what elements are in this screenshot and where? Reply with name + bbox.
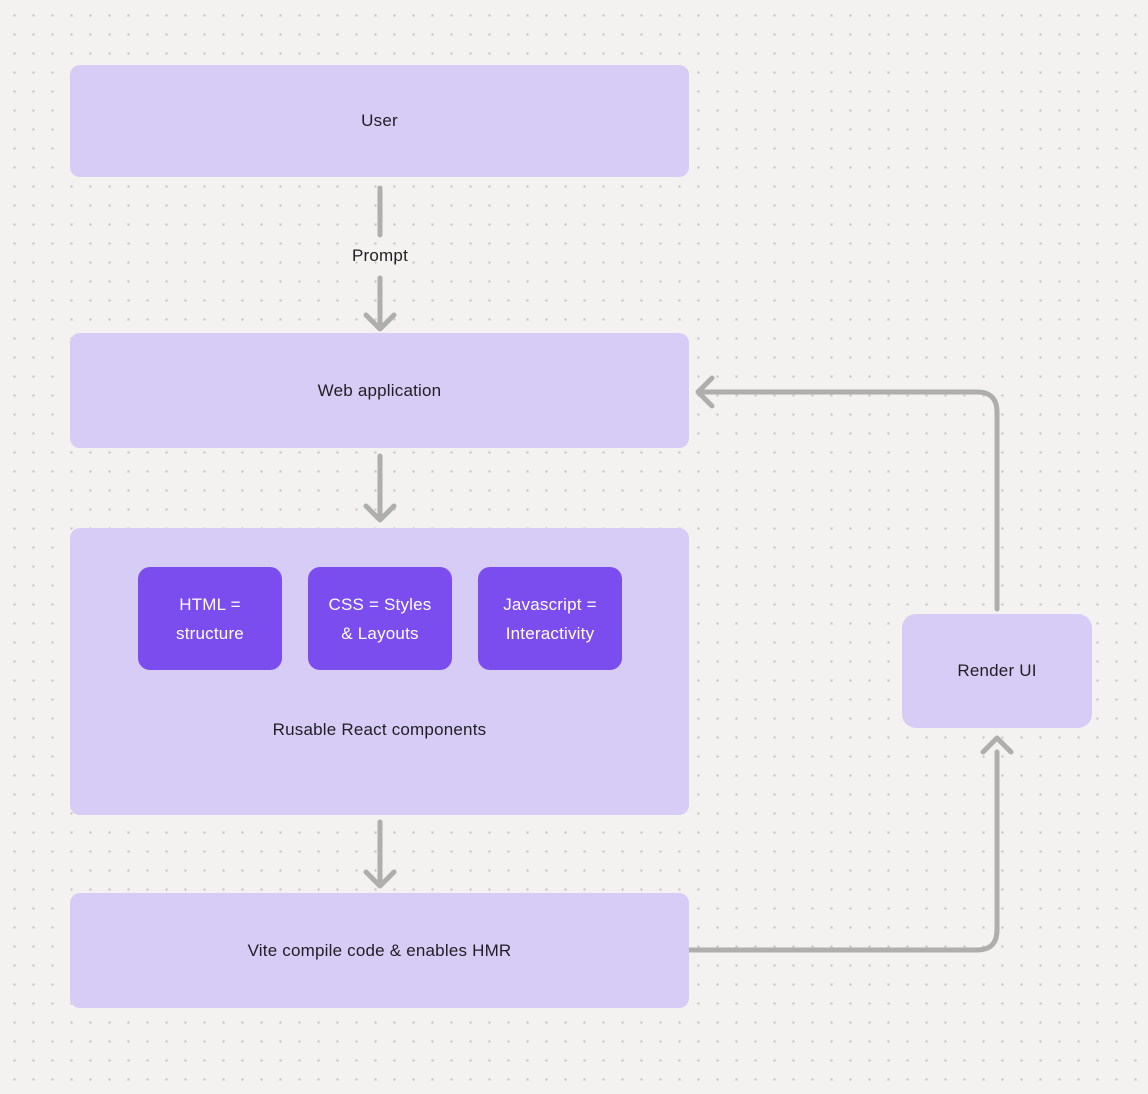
- edge-components-to-vite-arrowhead-down-icon: [363, 869, 397, 889]
- edge-webapp-to-components-arrowhead-down-icon: [363, 503, 397, 523]
- edge-renderui-to-webapp-arrowhead-left-icon: [695, 375, 715, 409]
- group-caption-reusable-react-components: Rusable React components: [272, 720, 487, 739]
- edge-vite-to-renderui-line: [687, 749, 1000, 953]
- node-vite-compile[interactable]: Vite compile code & enables HMR: [70, 893, 689, 1008]
- node-html-structure-label: HTML = structure: [176, 594, 244, 643]
- edge-renderui-to-webapp-line: [697, 389, 1000, 612]
- node-vite-compile-label: Vite compile code & enables HMR: [247, 940, 512, 960]
- node-html-structure[interactable]: HTML = structure: [138, 567, 282, 670]
- node-css-styles-layouts-label: CSS = Styles & Layouts: [328, 594, 432, 643]
- node-user[interactable]: User: [70, 65, 689, 177]
- node-render-ui[interactable]: Render UI: [902, 614, 1092, 728]
- node-render-ui-label: Render UI: [957, 661, 1037, 680]
- node-javascript-interactivity[interactable]: Javascript = Interactivity: [478, 567, 622, 670]
- node-web-application-label: Web application: [317, 380, 442, 400]
- node-web-application[interactable]: Web application: [70, 333, 689, 448]
- edge-label-prompt: Prompt: [352, 246, 408, 265]
- node-css-styles-layouts[interactable]: CSS = Styles & Layouts: [308, 567, 452, 670]
- edge-vite-to-renderui-arrowhead-up-icon: [980, 735, 1014, 755]
- node-user-label: User: [361, 111, 398, 130]
- node-javascript-interactivity-label: Javascript = Interactivity: [503, 594, 597, 643]
- group-reusable-react-components[interactable]: HTML = structure CSS = Styles & Layouts …: [70, 528, 689, 815]
- edge-user-to-webapp-arrowhead-down-icon: [363, 312, 397, 332]
